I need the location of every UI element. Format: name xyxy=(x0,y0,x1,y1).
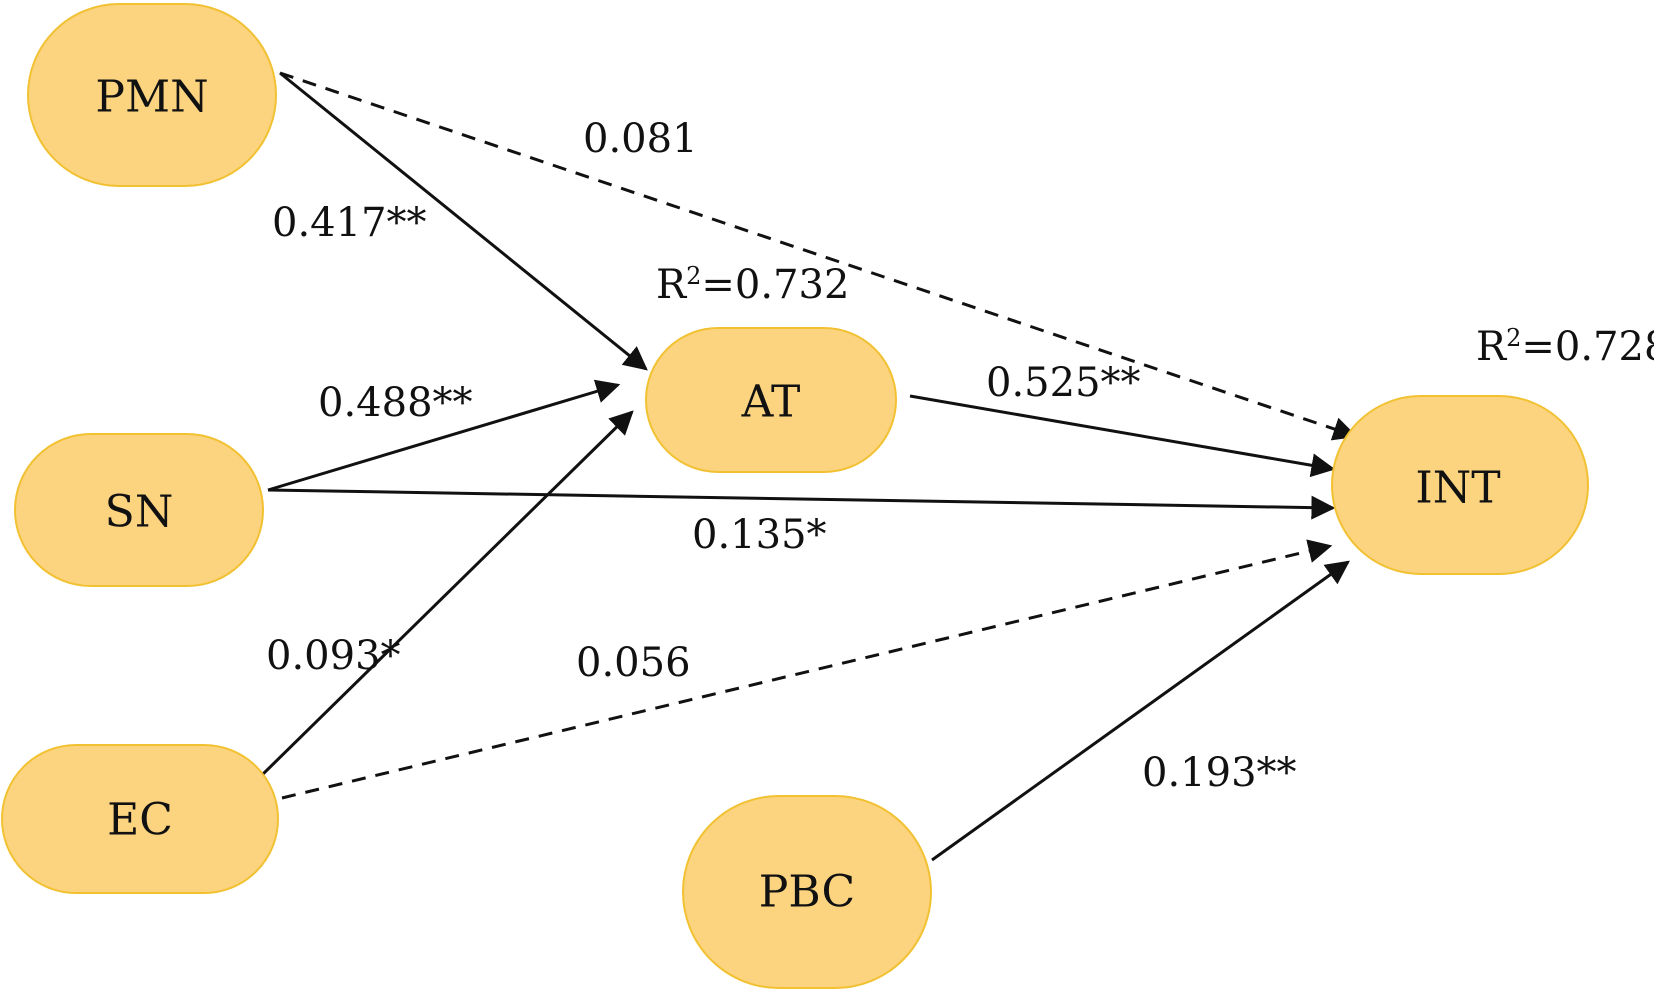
r2-int: R2=0.728 xyxy=(1476,324,1654,370)
node-ec: EC xyxy=(1,744,279,894)
edge-sn-int xyxy=(267,488,1336,520)
edge-label-ec-int: 0.056 xyxy=(576,640,691,686)
edge-ec-int xyxy=(281,539,1333,800)
node-int: INT xyxy=(1331,395,1589,575)
node-pmn: PMN xyxy=(27,3,277,187)
edge-label-pbc-int: 0.193** xyxy=(1142,750,1297,796)
edge-at-int xyxy=(909,394,1336,478)
node-sn: SN xyxy=(14,433,264,587)
node-pbc: PBC xyxy=(682,795,932,989)
node-pmn-label: PMN xyxy=(95,72,208,123)
edge-label-at-int: 0.525** xyxy=(986,360,1141,406)
edge-sn-at xyxy=(267,379,621,492)
edge-ec-at xyxy=(260,410,634,777)
edge-label-pmn-at: 0.417** xyxy=(272,200,427,246)
edge-label-sn-int: 0.135* xyxy=(692,512,827,558)
node-at: AT xyxy=(645,327,897,473)
node-sn-label: SN xyxy=(105,487,174,538)
edge-pmn-int xyxy=(279,71,1358,441)
r2-at: R2=0.732 xyxy=(656,262,849,308)
edge-pbc-int xyxy=(931,560,1350,862)
edge-label-ec-at: 0.093* xyxy=(266,633,401,679)
node-int-label: INT xyxy=(1415,463,1500,514)
node-at-label: AT xyxy=(741,377,801,428)
edge-label-sn-at: 0.488** xyxy=(318,380,473,426)
edge-pmn-at xyxy=(279,71,648,371)
node-ec-label: EC xyxy=(107,795,173,846)
node-pbc-label: PBC xyxy=(759,867,855,918)
edge-label-pmn-int: 0.081 xyxy=(583,116,698,162)
